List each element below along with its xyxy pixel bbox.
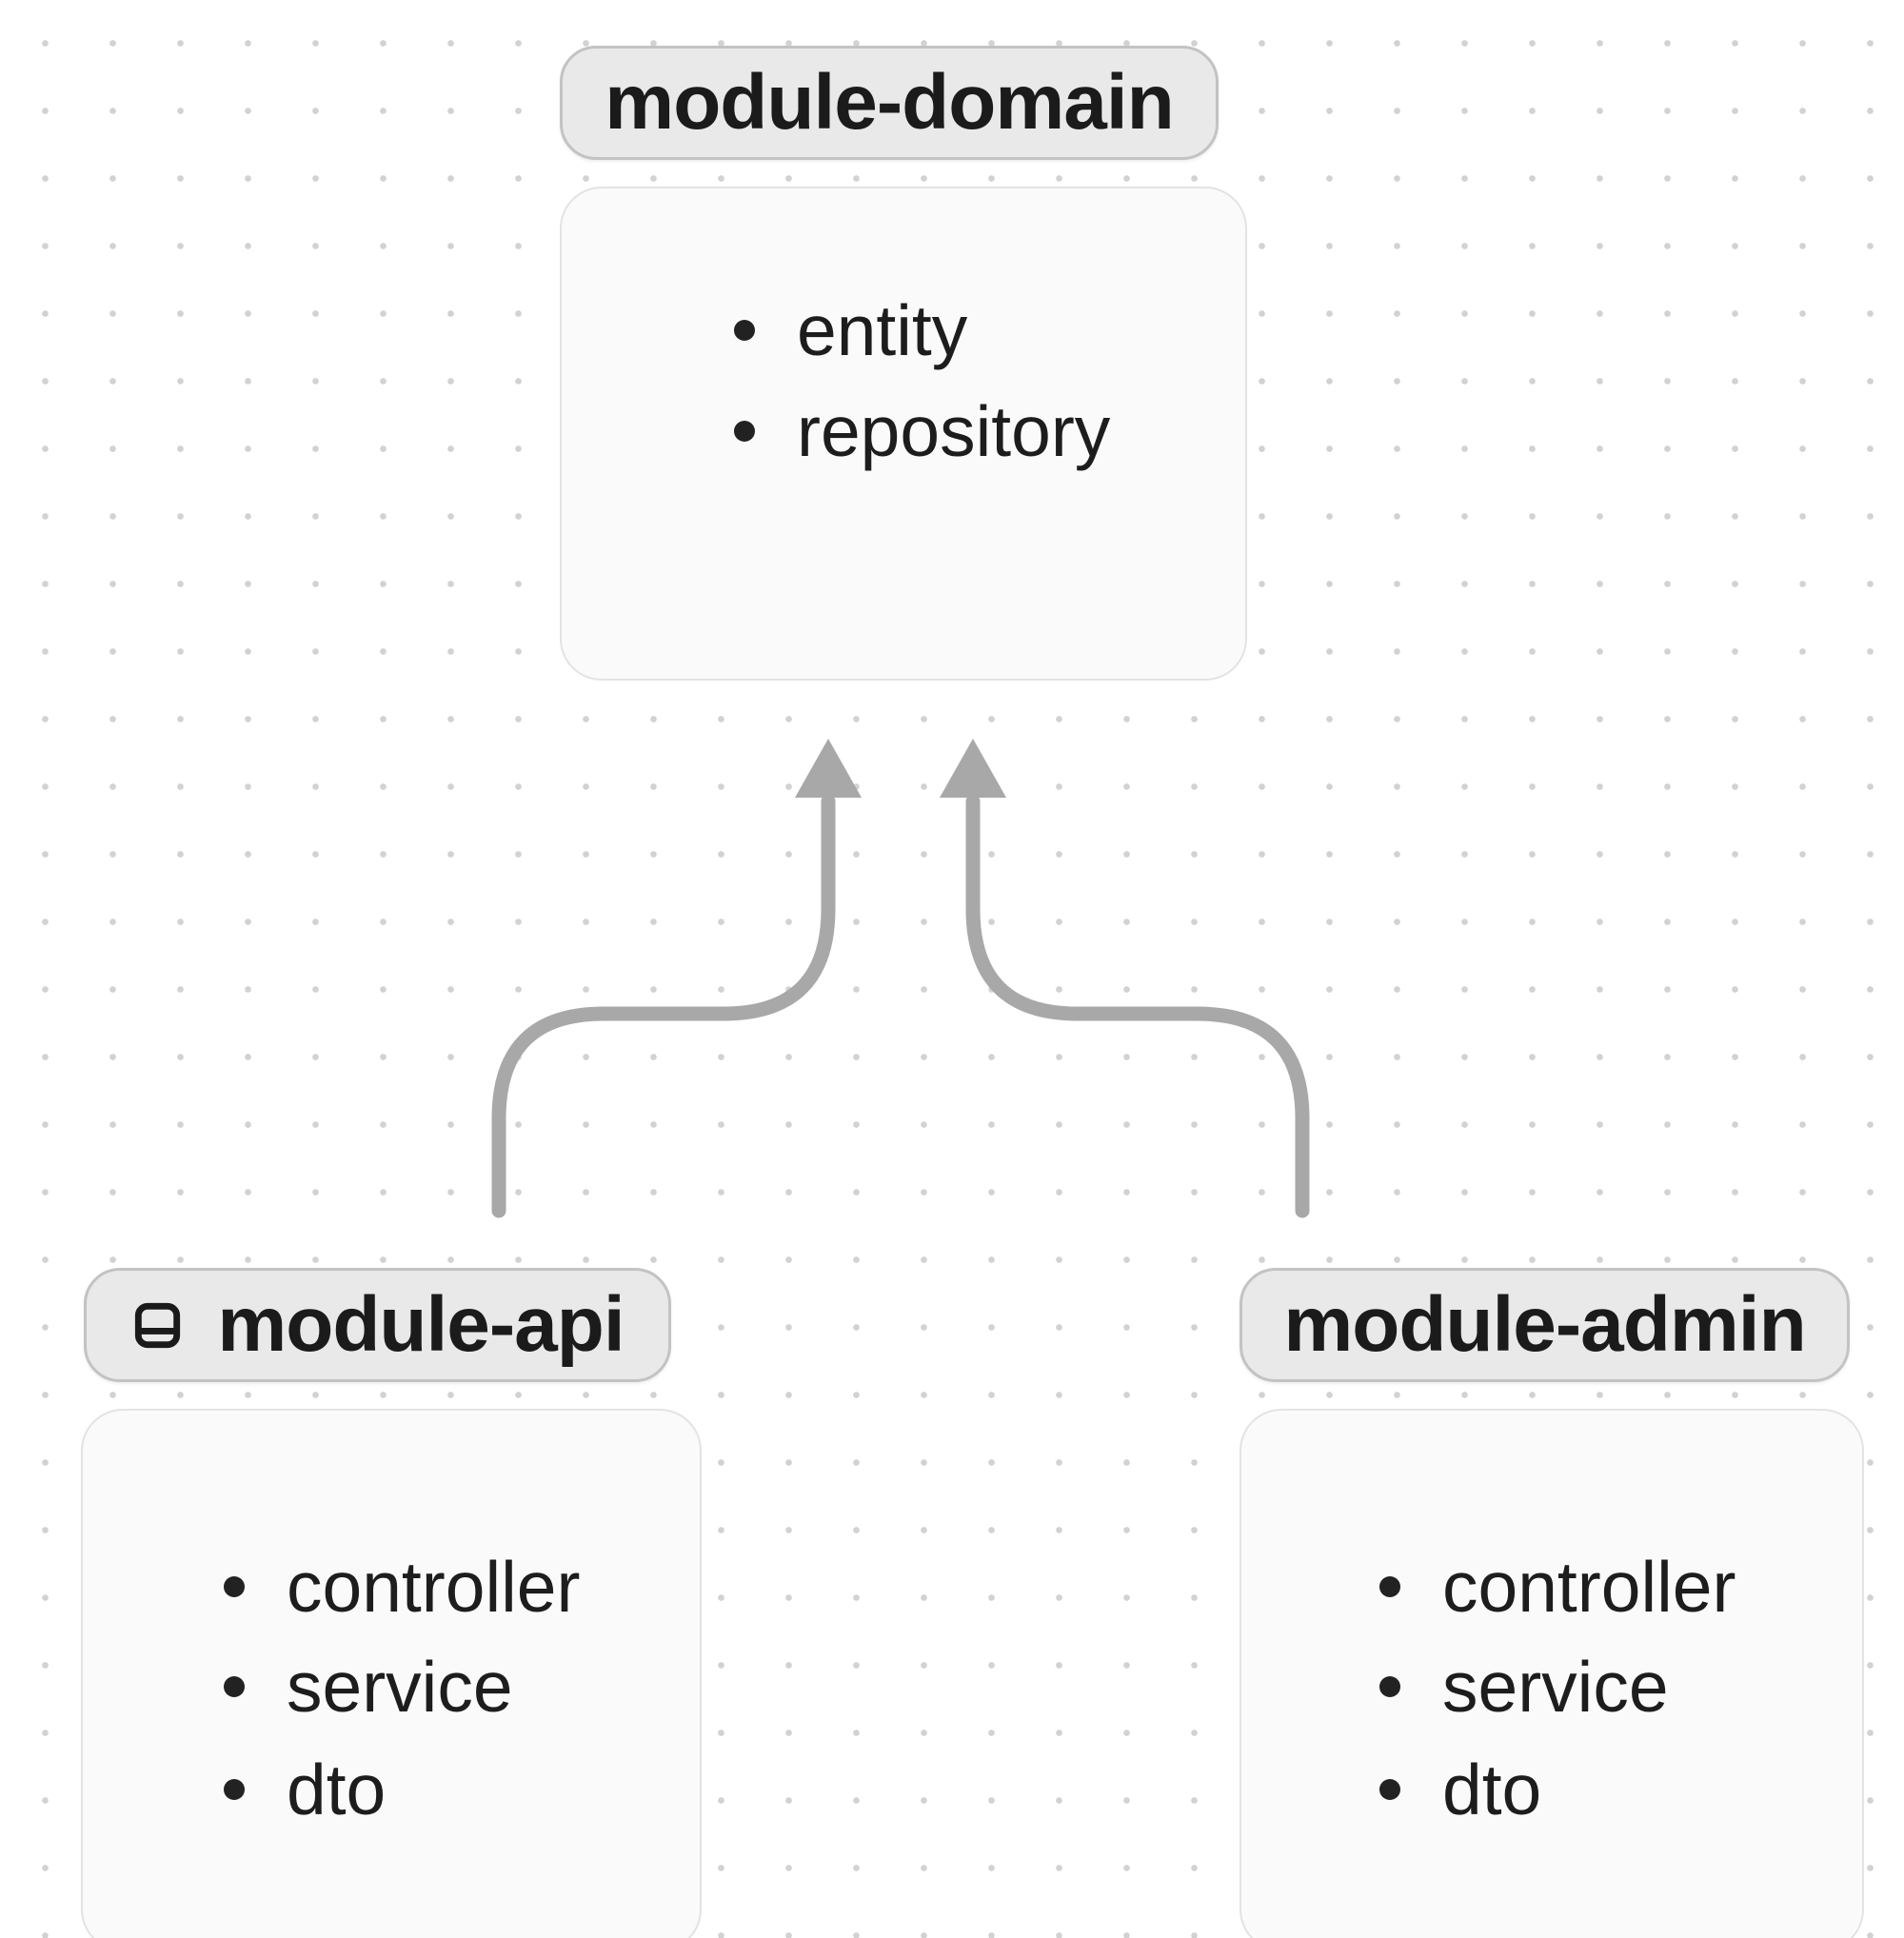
list-item: service — [224, 1644, 513, 1730]
list-item: dto — [1379, 1747, 1541, 1832]
list-item-text: entity — [797, 290, 968, 370]
list-item-text: dto — [287, 1750, 387, 1829]
bullet-dot — [1379, 1576, 1400, 1597]
group-box-module-domain[interactable] — [560, 187, 1247, 681]
list-item-text: controller — [287, 1547, 581, 1627]
bullet-dot — [224, 1779, 245, 1800]
list-item: repository — [734, 388, 1110, 474]
list-item-text: service — [287, 1647, 513, 1727]
list-item-text: service — [1442, 1647, 1669, 1727]
list-item: service — [1379, 1644, 1669, 1730]
group-label-module-domain[interactable]: module-domain — [560, 46, 1219, 160]
list-item-text: dto — [1442, 1750, 1542, 1829]
list-item-text: repository — [797, 391, 1111, 471]
edge-module-api-to-module-domain[interactable] — [491, 739, 862, 1218]
group-label-module-api[interactable]: module-api — [84, 1268, 671, 1382]
edge-module-admin-to-module-domain[interactable] — [940, 739, 1310, 1218]
group-label-text: module-domain — [605, 59, 1174, 146]
group-label-text: module-api — [217, 1281, 625, 1368]
bullet-dot — [224, 1576, 245, 1597]
list-item: controller — [1379, 1544, 1735, 1630]
list-item: controller — [224, 1544, 580, 1630]
bullet-dot — [1379, 1676, 1400, 1697]
arrowhead-icon — [795, 739, 862, 798]
group-box-module-api[interactable] — [81, 1409, 702, 1938]
group-label-module-admin[interactable]: module-admin — [1240, 1268, 1850, 1382]
bullet-dot — [734, 421, 755, 442]
group-box-module-admin[interactable] — [1240, 1409, 1864, 1938]
arrowhead-icon — [940, 739, 1006, 798]
bullet-dot — [1379, 1779, 1400, 1800]
group-label-text: module-admin — [1283, 1281, 1806, 1368]
list-item: dto — [224, 1747, 386, 1832]
list-item-text: controller — [1442, 1547, 1736, 1627]
bullet-dot — [734, 320, 755, 341]
panel-bottom-icon — [135, 1302, 181, 1348]
bullet-dot — [224, 1676, 245, 1697]
list-item: entity — [734, 287, 967, 373]
